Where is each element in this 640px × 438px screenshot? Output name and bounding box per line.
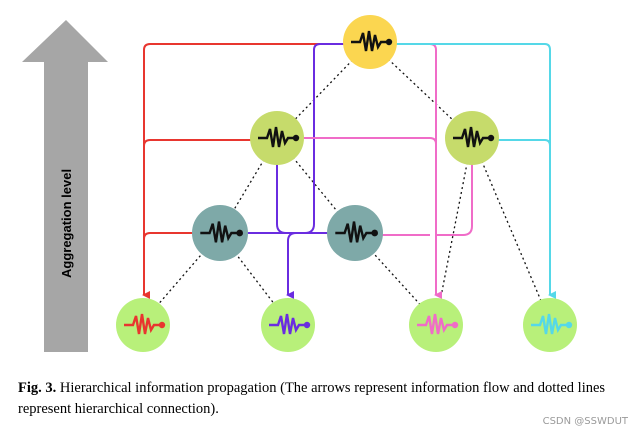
node-low-right [327, 205, 383, 261]
signal-icon [417, 313, 455, 335]
signal-icon [351, 30, 389, 52]
signal-icon [531, 313, 569, 335]
watermark: CSDN @SSWDUT [542, 416, 628, 427]
signal-icon [124, 313, 162, 335]
caption-label: Fig. 3. [18, 380, 57, 396]
signal-icon [200, 221, 240, 243]
aggregation-arrow: Aggregation level [22, 20, 108, 352]
hierarchy-connections [142, 41, 551, 323]
flow-cyan [394, 43, 556, 299]
information-flow [142, 43, 556, 299]
figure-caption: Fig. 3. Hierarchical information propaga… [18, 378, 618, 420]
nodes [116, 15, 577, 352]
signal-icon [269, 313, 307, 335]
node-top [343, 15, 397, 69]
caption-text: Hierarchical information propagation (Th… [18, 380, 606, 417]
node-leaf-4 [523, 298, 577, 352]
node-leaf-1 [116, 298, 170, 352]
hierarchy-diagram: Aggregation level [22, 15, 577, 352]
flow-purple [286, 43, 346, 299]
signal-icon [335, 221, 375, 243]
node-mid-left [250, 111, 304, 165]
node-mid-right [445, 111, 499, 165]
flow-pink [394, 43, 442, 299]
axis-label: Aggregation level [59, 169, 74, 278]
node-leaf-2 [261, 298, 315, 352]
flow-red [142, 43, 346, 299]
signal-icon [453, 126, 491, 148]
node-low-left [192, 205, 248, 261]
signal-icon [258, 126, 296, 148]
node-leaf-3 [409, 298, 463, 352]
